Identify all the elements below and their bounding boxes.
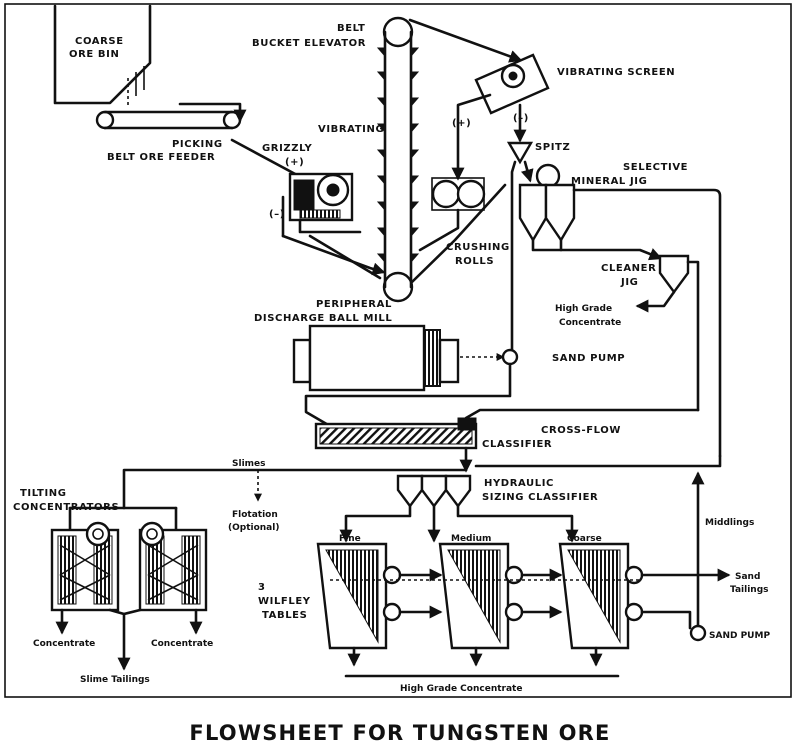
grizzly-label: GRIZZLY <box>262 143 313 154</box>
peripheral-label: PERIPHERAL <box>316 299 392 310</box>
sand-label: Sand <box>735 572 760 582</box>
flow-return-to-classifier <box>464 408 700 420</box>
sand-pump-upper: SAND PUMP <box>501 348 625 366</box>
selective-label: SELECTIVE <box>623 162 688 173</box>
sizing-classifier-label: SIZING CLASSIFIER <box>482 492 598 503</box>
belt-ore-feeder-label: BELT ORE FEEDER <box>107 152 215 163</box>
coarse-label: Coarse <box>567 534 602 544</box>
wilfley-table-coarse: Coarse <box>558 534 644 650</box>
bucket-elevator-label: BUCKET ELEVATOR <box>252 38 366 49</box>
ball-mill-label: DISCHARGE BALL MILL <box>254 313 392 324</box>
wilfley-table-fine: Fine <box>316 534 402 650</box>
mineral-jig-label: MINERAL JIG <box>571 176 647 187</box>
flow-cleaner-concentrate <box>635 290 676 313</box>
spitz-label: SPITZ <box>535 142 570 153</box>
middlings-label: Middlings <box>705 518 754 528</box>
picking-belt-ore-feeder: PICKING BELT ORE FEEDER <box>95 102 247 163</box>
jaw-crusher <box>288 172 362 234</box>
vibrating-screen-label: VIBRATING SCREEN <box>557 67 675 78</box>
grizzly-plus-label: (+) <box>285 157 304 168</box>
concentrate-right-label: Concentrate <box>151 639 213 649</box>
flow-screen-plus <box>451 93 492 181</box>
tilting-label: TILTING <box>20 488 67 499</box>
medium-label: Medium <box>451 534 491 544</box>
flow-elevator-to-screen <box>408 18 523 63</box>
concentrators-label: CONCENTRATORS <box>13 502 119 513</box>
wilfley-tables: 3 WILFLEY TABLES Fine Medium Coarse <box>258 534 644 650</box>
coarse-ore-bin-label-2: ORE BIN <box>69 49 119 60</box>
peripheral-discharge-ball-mill: PERIPHERAL DISCHARGE BALL MILL <box>254 299 460 392</box>
coarse-ore-bin: COARSE ORE BIN <box>53 4 152 106</box>
wilfley-table-medium: Medium <box>438 534 524 650</box>
spitz: SPITZ <box>506 141 570 165</box>
hydraulic-sizing-classifier: HYDRAULIC SIZING CLASSIFIER <box>396 474 598 508</box>
rolls-label: ROLLS <box>455 256 494 267</box>
flow-elevator-return <box>410 183 507 284</box>
flow-jig-to-cleaner <box>531 238 663 261</box>
fine-label: Fine <box>339 534 361 544</box>
cleaner-label: CLEANER <box>601 263 656 274</box>
tables-label: TABLES <box>262 610 307 621</box>
flow-jig-to-hydraulic <box>474 454 722 468</box>
crushing-label: CRUSHING <box>446 242 510 253</box>
slime-tailings-label: Slime Tailings <box>80 675 150 685</box>
high-grade-label-2: Concentrate <box>559 318 621 328</box>
wilfley-label: WILFLEY <box>258 596 311 607</box>
sand-pump-upper-label: SAND PUMP <box>552 353 625 364</box>
cross-flow-label: CROSS-FLOW <box>541 425 621 436</box>
tilting-concentrators: TILTING CONCENTRATORS <box>13 488 208 612</box>
belt-label: BELT <box>337 23 365 34</box>
vibrating-screen: VIBRATING SCREEN <box>474 53 675 115</box>
sand-pump-lower-label: SAND PUMP <box>709 631 770 641</box>
screen-plus-label: (+) <box>452 118 471 129</box>
flow-spitz-to-jig <box>520 160 534 183</box>
flow-to-lower-pump <box>640 610 692 630</box>
flow-slimes <box>122 468 468 510</box>
classifier-label: CLASSIFIER <box>482 439 552 450</box>
flow-cleaner-overflow <box>686 260 700 412</box>
flow-jig-overflow <box>572 188 722 458</box>
cross-flow-classifier: CROSS-FLOW CLASSIFIER <box>314 417 621 450</box>
belt-bucket-elevator: BELT BUCKET ELEVATOR VIBRATING <box>252 16 420 303</box>
flotation-label: Flotation <box>232 510 278 520</box>
grizzly-minus-label: (–) <box>269 209 285 220</box>
tailings-label: Tailings <box>730 585 769 595</box>
wilfley-3-label: 3 <box>258 582 266 593</box>
crushing-rolls: CRUSHING ROLLS <box>431 177 510 267</box>
high-grade-label-1: High Grade <box>555 304 612 314</box>
flow-spitz-to-sandpump <box>510 160 517 362</box>
selective-mineral-jig: SELECTIVE MINERAL JIG <box>518 162 688 243</box>
sand-pump-lower: SAND PUMP <box>689 624 770 642</box>
flow-crusher-to-elevator <box>281 234 386 276</box>
cleaner-jig: CLEANER JIG <box>601 254 690 295</box>
flotation-optional-label: (Optional) <box>228 523 279 533</box>
hydraulic-label: HYDRAULIC <box>484 478 554 489</box>
screen-minus-label: (–) <box>513 113 529 124</box>
flow-grizzly-minus <box>308 234 382 280</box>
flow-pump-to-classifier <box>304 362 512 428</box>
high-grade-concentrate-bottom-label: High Grade Concentrate <box>400 684 522 694</box>
coarse-ore-bin-label-1: COARSE <box>75 36 124 47</box>
page-title: FLOWSHEET FOR TUNGSTEN ORE <box>189 721 610 745</box>
jig-label: JIG <box>620 277 638 288</box>
vibrating-label: VIBRATING <box>318 124 384 135</box>
flow-to-fine-table <box>339 504 412 543</box>
diagram-border <box>4 3 792 698</box>
flow-to-coarse-table <box>456 504 579 543</box>
flow-rolls-to-elevator <box>418 208 460 252</box>
picking-label: PICKING <box>172 139 223 150</box>
slimes-label: Slimes <box>232 459 266 469</box>
concentrate-left-label: Concentrate <box>33 639 95 649</box>
